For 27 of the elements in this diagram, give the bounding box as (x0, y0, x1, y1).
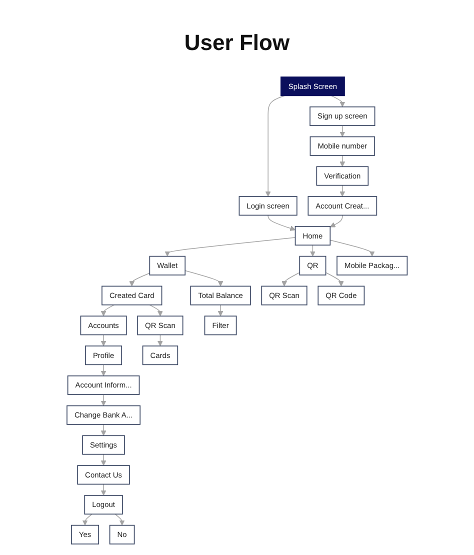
arrow (330, 95, 346, 108)
arrow (157, 334, 163, 346)
arrow (100, 334, 106, 346)
arrow (149, 304, 163, 316)
arrow (310, 244, 316, 257)
arrow (184, 270, 224, 286)
arrow (129, 272, 150, 286)
arrow (268, 214, 296, 231)
arrow (330, 240, 375, 257)
arrow (100, 304, 114, 316)
arrow (265, 95, 286, 197)
arrow (100, 484, 106, 496)
arrow (100, 364, 106, 376)
arrow (281, 272, 300, 286)
arrow (218, 304, 224, 316)
arrow (340, 184, 346, 197)
arrow (100, 394, 106, 406)
diagram-title: User Flow (184, 30, 290, 56)
arrow (100, 454, 106, 466)
arrow (114, 514, 125, 526)
arrow (330, 214, 343, 228)
arrow (164, 237, 296, 257)
arrow (325, 272, 344, 286)
arrow (100, 424, 106, 436)
arrow (340, 155, 346, 167)
arrow (340, 125, 346, 137)
arrow (82, 514, 92, 526)
